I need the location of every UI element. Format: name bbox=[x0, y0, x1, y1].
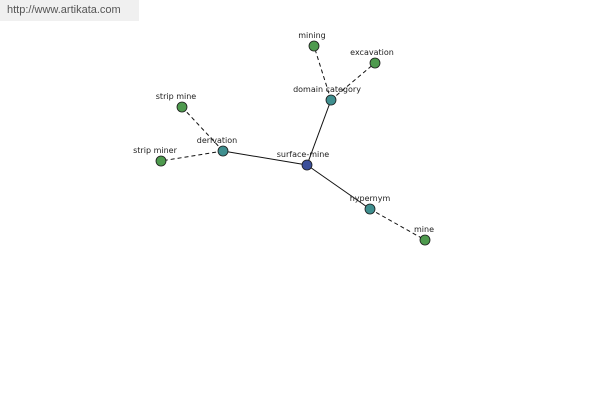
edge-hypernym-to-mine bbox=[369, 208, 426, 241]
node-label-excavation[interactable]: excavation bbox=[350, 48, 394, 57]
edge-domain-category-to-excavation bbox=[330, 62, 376, 101]
nodes-layer: surface-mine domain category derivation hyp… bbox=[133, 31, 434, 246]
edge-derivation-to-strip-mine bbox=[181, 106, 224, 152]
site-url-watermark[interactable]: http://www.artikata.com bbox=[0, 0, 139, 21]
node-label-hypernym[interactable]: hypernym bbox=[350, 194, 391, 203]
node-strip-miner[interactable] bbox=[155, 155, 167, 167]
node-excavation[interactable] bbox=[369, 57, 381, 69]
node-label-strip-mine[interactable]: strip mine bbox=[156, 92, 197, 101]
node-mine[interactable] bbox=[419, 234, 431, 246]
node-label-derivation[interactable]: derivation bbox=[197, 136, 237, 145]
node-derivation[interactable] bbox=[217, 145, 229, 157]
node-label-mine[interactable]: mine bbox=[414, 225, 434, 234]
node-surface-mine[interactable] bbox=[301, 159, 313, 171]
node-domain-category[interactable] bbox=[325, 94, 337, 106]
node-hypernym[interactable] bbox=[364, 203, 376, 215]
node-label-strip-miner[interactable]: strip miner bbox=[133, 146, 177, 155]
node-label-domain-category[interactable]: domain category bbox=[293, 85, 361, 94]
edges-layer bbox=[160, 45, 426, 241]
edge-surface-mine-to-derivation bbox=[222, 150, 308, 166]
edge-surface-mine-to-domain-category bbox=[306, 99, 332, 166]
node-strip-mine[interactable] bbox=[176, 101, 188, 113]
edge-derivation-to-strip-miner bbox=[160, 150, 224, 162]
node-label-mining[interactable]: mining bbox=[298, 31, 325, 40]
edge-domain-category-to-mining bbox=[313, 45, 332, 101]
node-mining[interactable] bbox=[308, 40, 320, 52]
edge-surface-mine-to-hypernym bbox=[306, 164, 371, 210]
node-label-surface-mine[interactable]: surface-mine bbox=[277, 150, 330, 159]
